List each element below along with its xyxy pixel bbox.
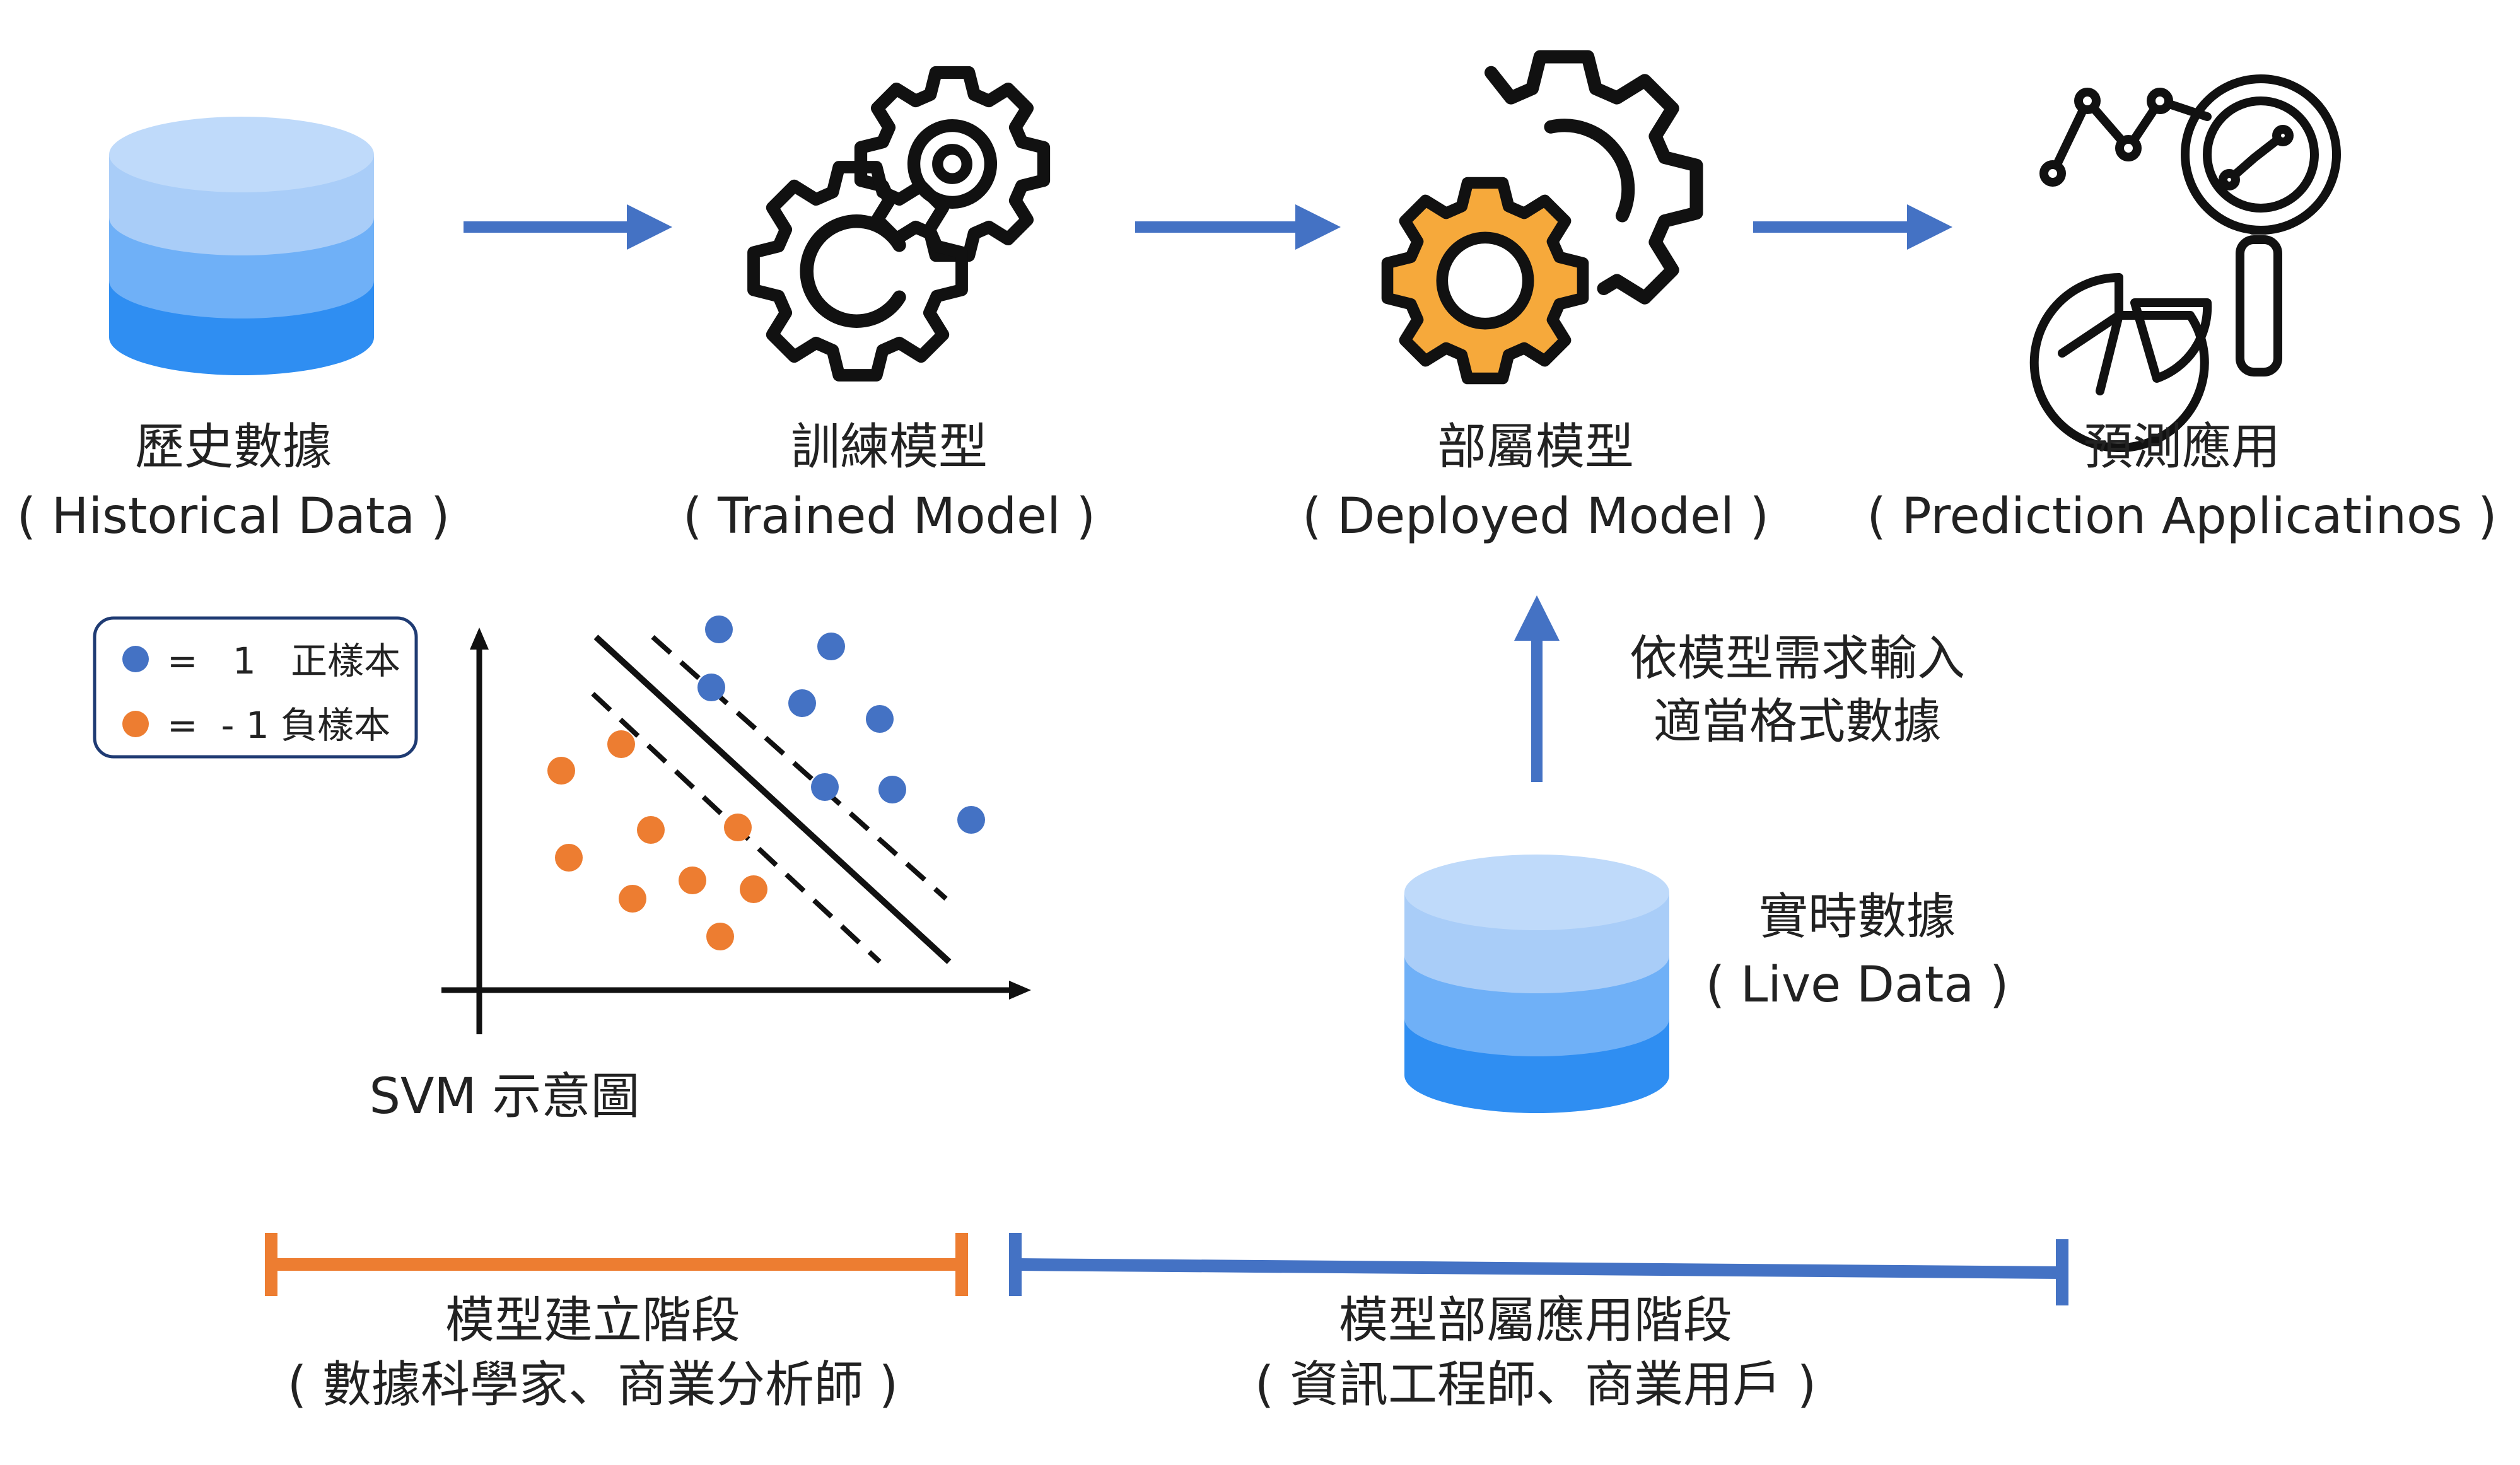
analytics-icon xyxy=(2029,74,2341,452)
svm-caption: SVM 示意圖 xyxy=(370,1068,640,1125)
negative-point xyxy=(706,923,734,950)
stage-subtitle-trained: ( Trained Model ) xyxy=(683,488,1095,545)
positive-point xyxy=(811,773,839,801)
negative-point xyxy=(607,730,635,758)
database-icon xyxy=(109,117,374,375)
positive-point xyxy=(697,674,725,701)
database-icon xyxy=(1404,855,1669,1113)
input-note-line2: 適當格式數據 xyxy=(1654,693,1941,749)
svm-margin-upper xyxy=(651,635,948,901)
positive-point xyxy=(866,705,894,733)
stage-title-historical: 歷史數據 xyxy=(135,419,332,476)
input-note-line1: 依模型需求輸入 xyxy=(1630,630,1965,686)
live-data-subtitle: ( Live Data ) xyxy=(1706,957,2009,1013)
positive-point xyxy=(878,776,906,803)
negative-point xyxy=(637,816,665,844)
negative-point xyxy=(547,757,575,785)
phase-title-build: 模型建立階段 xyxy=(445,1292,740,1349)
stage-title-prediction: 預測應用 xyxy=(2084,419,2280,476)
stage-subtitle-historical: ( Historical Data ) xyxy=(17,488,450,545)
negative-point xyxy=(724,814,752,841)
positive-point xyxy=(817,633,845,660)
gears-icon xyxy=(754,73,1044,375)
negative-point xyxy=(679,867,706,894)
negative-point xyxy=(619,885,646,913)
phase-bracket-deploy xyxy=(1009,1233,2068,1305)
phase-subtitle-build: ( 數據科學家、商業分析師 ) xyxy=(288,1357,898,1413)
stage-subtitle-deployed: ( Deployed Model ) xyxy=(1302,488,1769,545)
positive-point xyxy=(788,689,816,717)
stage-subtitle-prediction: ( Prediction Applicatinos ) xyxy=(1867,488,2497,545)
legend-positive-text: = 1 正樣本 xyxy=(167,639,400,682)
phase-subtitle-deploy: ( 資訊工程師、商業用戶 ) xyxy=(1255,1357,1816,1413)
gear-highlight-icon xyxy=(1387,50,1703,378)
live-data-title: 實時數據 xyxy=(1759,889,1956,945)
stage-title-deployed: 部屬模型 xyxy=(1437,419,1634,476)
svm-illustration: = 1 正樣本 = - 1 負樣本 xyxy=(93,616,1031,1125)
stage-title-trained: 訓練模型 xyxy=(791,419,988,476)
flow-arrows xyxy=(464,204,1952,782)
positive-point xyxy=(705,616,733,643)
positive-point xyxy=(957,806,985,834)
negative-point xyxy=(555,844,583,872)
phase-bracket-build xyxy=(265,1233,968,1296)
legend-positive-dot xyxy=(122,646,149,672)
legend-negative-text: = - 1 負樣本 xyxy=(167,704,390,747)
svm-hyperplane xyxy=(593,634,952,964)
negative-point xyxy=(740,875,767,903)
legend-negative-dot xyxy=(122,711,149,737)
svm-legend-box xyxy=(93,616,418,759)
phase-title-deploy: 模型部屬應用階段 xyxy=(1339,1292,1732,1349)
